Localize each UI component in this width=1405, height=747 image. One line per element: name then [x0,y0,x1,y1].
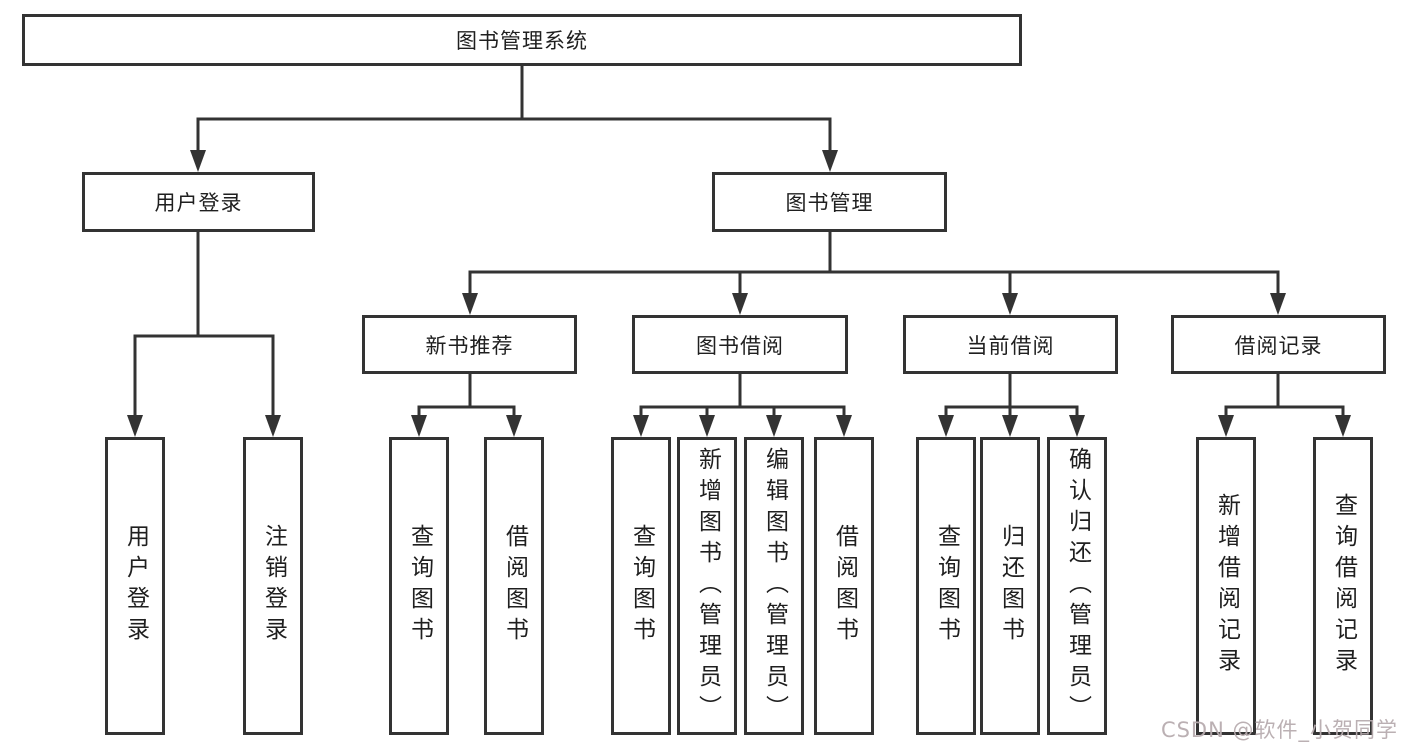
node-label: 新书推荐 [425,333,514,358]
node-label: 图书管理 [785,191,874,215]
leaf-label: 编辑图书（管理员） [761,446,788,726]
leaf-query-borrow-record: 查询借阅记录 [1313,437,1373,735]
node-book-borrowing: 图书借阅 [632,315,848,374]
leaf-user-login: 用户登录 [105,437,165,735]
node-book-management: 图书管理 [712,172,947,232]
leaf-add-borrow-record: 新增借阅记录 [1196,437,1256,735]
node-new-book-recommendation: 新书推荐 [362,315,577,374]
leaf-label: 借阅图书 [831,524,858,648]
node-label: 借阅记录 [1234,333,1323,358]
leaf-borrow-books: 借阅图书 [484,437,544,735]
leaf-query-books: 查询图书 [916,437,976,735]
leaf-query-books: 查询图书 [389,437,449,735]
leaf-label: 归还图书 [997,524,1024,648]
csdn-watermark: CSDN @软件_小贺同学 [1160,718,1398,742]
leaf-label: 确认归还（管理员） [1064,446,1091,726]
leaf-query-books: 查询图书 [611,437,671,735]
node-label: 图书管理系统 [456,29,588,53]
leaf-label: 查询图书 [628,524,655,648]
node-library-management-system: 图书管理系统 [22,14,1022,66]
leaf-label: 查询图书 [406,524,433,648]
leaf-return-books: 归还图书 [980,437,1040,735]
node-user-login: 用户登录 [82,172,315,232]
leaf-logout: 注销登录 [243,437,303,735]
leaf-label: 注销登录 [260,524,287,648]
leaf-label: 新增借阅记录 [1213,493,1240,679]
leaf-confirm-return-admin: 确认归还（管理员） [1047,437,1107,735]
leaf-label: 新增图书（管理员） [694,446,721,726]
leaf-label: 查询图书 [933,524,960,648]
node-current-borrowing: 当前借阅 [903,315,1118,374]
leaf-borrow-books: 借阅图书 [814,437,874,735]
arrowheads [127,150,1351,437]
node-borrowing-records: 借阅记录 [1171,315,1386,374]
leaf-edit-books-admin: 编辑图书（管理员） [744,437,804,735]
node-label: 当前借阅 [966,333,1055,358]
leaf-add-books-admin: 新增图书（管理员） [677,437,737,735]
node-label: 图书借阅 [696,333,784,358]
leaf-label: 查询借阅记录 [1330,493,1357,679]
leaf-label: 用户登录 [122,524,149,648]
node-label: 用户登录 [154,191,243,215]
leaf-label: 借阅图书 [501,524,528,648]
